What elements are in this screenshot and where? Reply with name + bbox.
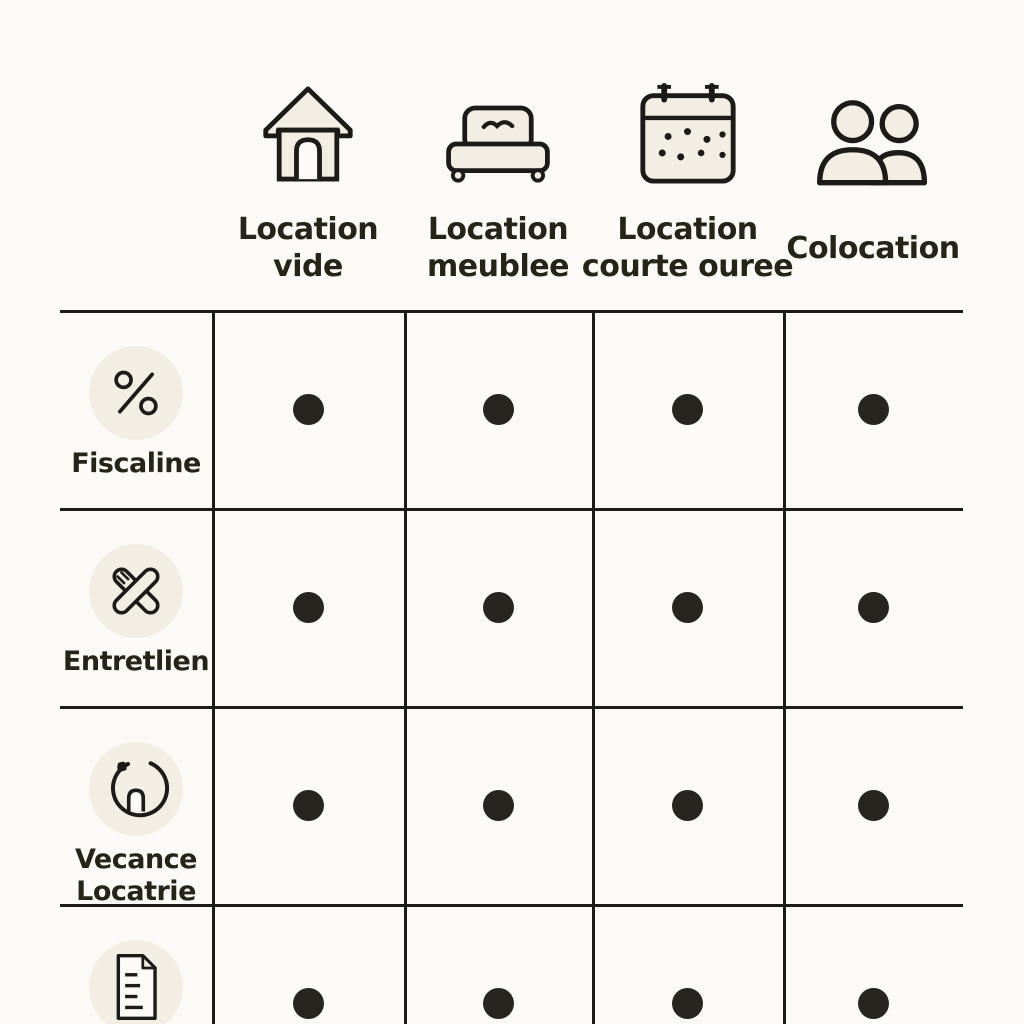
- matrix-cell: [404, 904, 592, 1024]
- column-label: Location courte ouree: [581, 212, 794, 284]
- grid-vline: [592, 310, 595, 1024]
- matrix-dot: [482, 591, 514, 623]
- matrix-cell: [404, 706, 592, 904]
- grid-vline: [783, 310, 786, 1024]
- calendar-icon: [637, 58, 739, 186]
- row-header-documents: [60, 904, 212, 1024]
- column-header-colocation: Colocation: [783, 58, 963, 286]
- column-label: Location meublee: [427, 212, 569, 284]
- people-icon: [810, 58, 936, 186]
- row-header-fiscalite: Fiscaline: [60, 310, 212, 508]
- matrix-cell: [212, 706, 404, 904]
- grid-hline: [60, 904, 963, 907]
- matrix-cell: [783, 310, 963, 508]
- matrix-cell: [592, 706, 783, 904]
- vacancy-door-icon: [89, 742, 183, 836]
- column-label: Location vide: [237, 212, 379, 284]
- row-header-entretien: Entretlien: [60, 508, 212, 706]
- column-header-location-meublee: Location meublee: [404, 58, 592, 286]
- row-label: Fiscaline: [71, 448, 201, 479]
- row-header-vacance-locative: Vecance Locatrie: [60, 706, 212, 907]
- grid-hline: [60, 310, 963, 313]
- matrix-dot: [292, 987, 324, 1019]
- matrix-dot: [857, 591, 889, 623]
- grid-hline: [60, 508, 963, 511]
- matrix-cell: [783, 508, 963, 706]
- matrix-dot: [857, 393, 889, 425]
- grid-vline: [212, 310, 215, 1024]
- matrix-cell: [592, 310, 783, 508]
- matrix-dot: [292, 591, 324, 623]
- matrix-cell: [404, 508, 592, 706]
- column-header-location-courte-duree: Location courte ouree: [582, 58, 794, 286]
- percent-icon: [89, 346, 183, 440]
- matrix-cell: [783, 904, 963, 1024]
- column-label: Colocation: [786, 230, 960, 266]
- bed-icon: [441, 58, 555, 186]
- row-label: Entretlien: [62, 646, 210, 677]
- row-label: Vecance Locatrie: [75, 844, 198, 907]
- matrix-cell: [592, 508, 783, 706]
- matrix-dot: [292, 393, 324, 425]
- column-header-location-vide: Location vide: [212, 58, 404, 286]
- house-icon: [260, 58, 356, 186]
- matrix-dot: [482, 393, 514, 425]
- matrix-dot: [857, 987, 889, 1019]
- matrix-dot: [857, 789, 889, 821]
- matrix-cell: [783, 706, 963, 904]
- matrix-dot: [292, 789, 324, 821]
- matrix-dot: [672, 393, 703, 425]
- matrix-dot: [672, 987, 703, 1019]
- matrix-cell: [404, 310, 592, 508]
- matrix-dot: [482, 789, 514, 821]
- matrix-dot: [482, 987, 514, 1019]
- matrix-cell: [592, 904, 783, 1024]
- matrix-dot: [672, 789, 703, 821]
- crossed-tools-icon: [89, 544, 183, 638]
- matrix-dot: [672, 591, 703, 623]
- grid-vline: [404, 310, 407, 1024]
- grid-hline: [60, 706, 963, 709]
- matrix-cell: [212, 310, 404, 508]
- matrix-cell: [212, 508, 404, 706]
- document-icon: [89, 940, 183, 1024]
- matrix-cell: [212, 904, 404, 1024]
